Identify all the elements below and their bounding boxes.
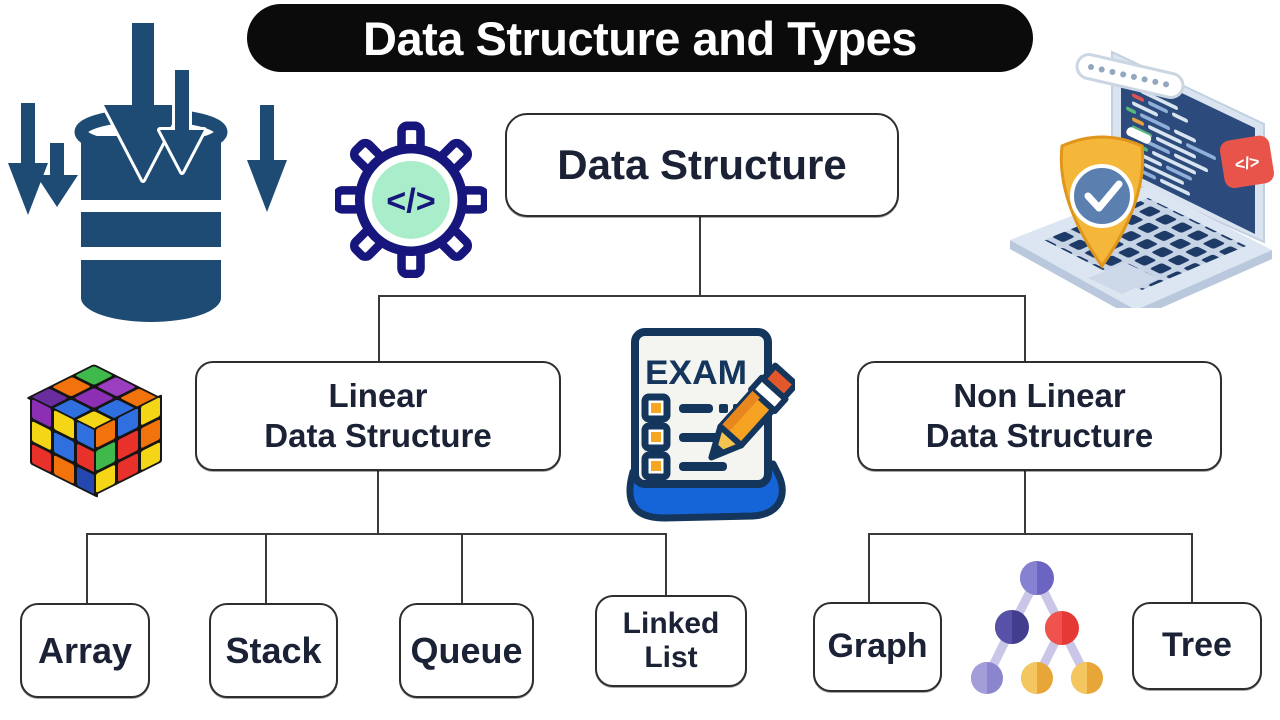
title-banner: Data Structure and Types bbox=[247, 4, 1033, 72]
exam-checklist bbox=[641, 393, 741, 481]
connector-nonlinear-horizontal bbox=[868, 533, 1193, 535]
node-queue-label: Queue bbox=[410, 629, 523, 671]
node-linkedlist-line2: List bbox=[644, 641, 698, 674]
rubiks-cube-icon bbox=[26, 358, 162, 498]
connector-linear-horizontal bbox=[86, 533, 667, 535]
laptop-security-illustration: </> bbox=[1010, 50, 1274, 308]
database-download-icon bbox=[8, 20, 287, 322]
node-nonlinear-line1: Non Linear bbox=[953, 376, 1126, 414]
node-linked-list: Linked List bbox=[595, 595, 747, 687]
gear-code-icon: </> bbox=[335, 121, 487, 278]
connector-linkedlist-top bbox=[665, 533, 667, 595]
node-array-label: Array bbox=[37, 629, 133, 671]
node-graph: Graph bbox=[813, 602, 942, 692]
trackpad bbox=[1088, 263, 1158, 294]
node-linear-data-structure: Linear Data Structure bbox=[195, 361, 561, 471]
gear-center bbox=[372, 160, 450, 239]
connector-level1-horizontal bbox=[378, 295, 1026, 297]
connector-linear-down bbox=[377, 466, 379, 534]
connector-nonlinear-down bbox=[1024, 466, 1026, 534]
connector-tree-top bbox=[1191, 533, 1193, 602]
node-linkedlist-line1: Linked bbox=[622, 606, 720, 640]
connector-root-down bbox=[699, 212, 701, 296]
node-tree-label: Tree bbox=[1162, 626, 1232, 665]
password-pill bbox=[1075, 53, 1185, 99]
connector-array-top bbox=[86, 533, 88, 603]
node-linear-line2: Data Structure bbox=[264, 417, 492, 454]
node-stack-label: Stack bbox=[225, 629, 322, 671]
node-data-structure-label: Data Structure bbox=[557, 141, 847, 189]
code-glyph: </> bbox=[386, 182, 435, 220]
node-nonlinear-line2: Data Structure bbox=[925, 417, 1154, 454]
page-title: Data Structure and Types bbox=[363, 11, 917, 65]
tree-nodes-illustration bbox=[971, 561, 1103, 694]
shield-check-icon bbox=[1059, 127, 1152, 269]
tree-deco-nodes bbox=[971, 561, 1103, 694]
connector-linear-top bbox=[378, 295, 380, 361]
node-non-linear-data-structure: Non Linear Data Structure bbox=[857, 361, 1222, 471]
node-array: Array bbox=[20, 603, 150, 698]
exam-sheet-icon: EXAM bbox=[626, 328, 795, 522]
code-tag-icon: </> bbox=[1219, 135, 1274, 189]
exam-label: EXAM bbox=[645, 354, 747, 392]
node-data-structure: Data Structure bbox=[505, 113, 899, 217]
node-graph-label: Graph bbox=[827, 627, 928, 666]
code-tag-glyph: </> bbox=[1234, 152, 1261, 175]
check-mark bbox=[1084, 180, 1123, 212]
connector-queue-top bbox=[461, 533, 463, 603]
node-queue: Queue bbox=[399, 603, 534, 698]
connector-nonlinear-top bbox=[1024, 295, 1026, 361]
connector-graph-top bbox=[868, 533, 870, 603]
pencil-icon bbox=[708, 362, 795, 461]
connector-stack-top bbox=[265, 533, 267, 603]
node-tree: Tree bbox=[1132, 602, 1262, 690]
node-stack: Stack bbox=[209, 603, 338, 698]
node-linear-line1: Linear bbox=[328, 376, 428, 414]
